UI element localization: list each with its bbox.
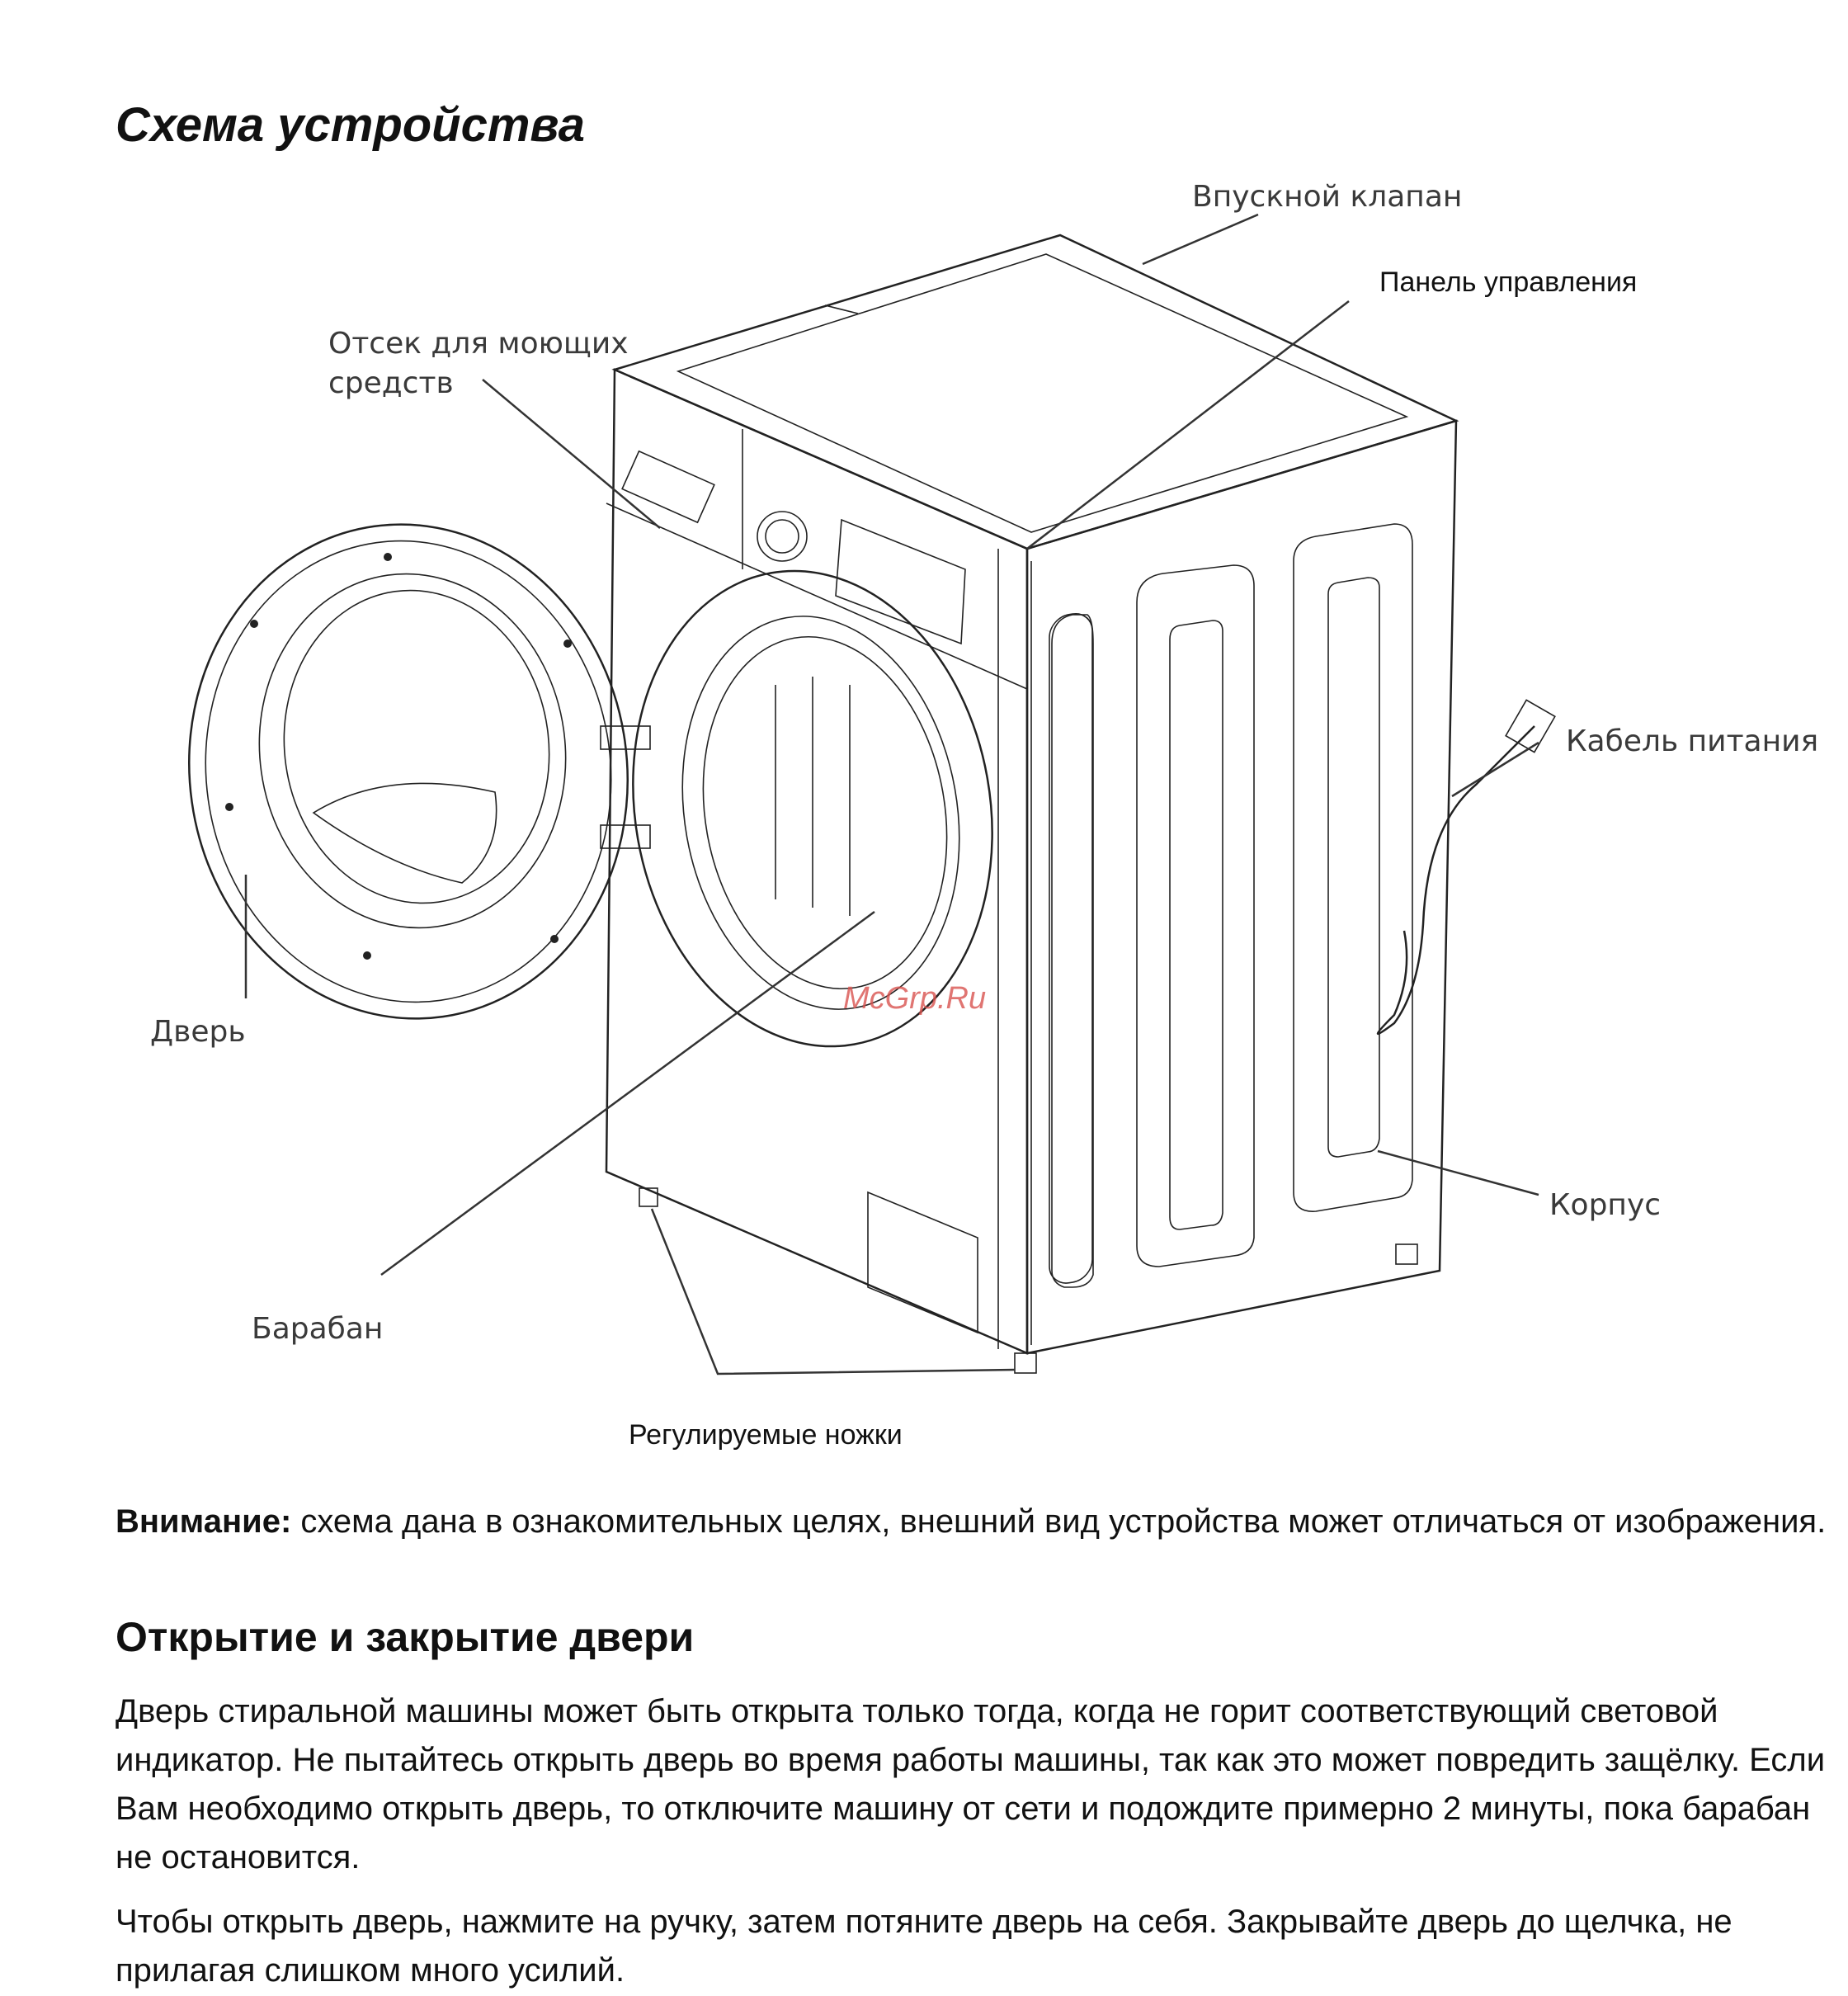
power-cable-drawing [1376, 699, 1556, 1036]
label-power-cable: Кабель питания [1566, 724, 1818, 758]
control-panel-drawing [621, 450, 966, 645]
label-control-panel: Панель управления [1379, 267, 1637, 298]
watermark: McGrp.Ru [843, 981, 986, 1016]
section-heading: Открытие и закрытие двери [116, 1614, 695, 1660]
label-detergent-drawer-1: Отсек для моющих [328, 327, 629, 361]
label-drum: Барабан [252, 1312, 383, 1346]
door-drawing [188, 523, 651, 1020]
label-detergent-drawer-2: средств [328, 366, 454, 400]
leader-lines [244, 213, 1539, 1375]
base-drawing [639, 1187, 1418, 1374]
page-title: Схема устройства [116, 98, 585, 152]
machine-top [611, 234, 1459, 550]
drum-opening [632, 569, 993, 1048]
label-feet: Регулируемые ножки [629, 1419, 903, 1451]
washing-machine-diagram: Впускной клапан Панель управления Отсек … [150, 180, 1818, 1451]
paragraph-1: Дверь стиральной машины может быть откры… [116, 1693, 1826, 1876]
machine-side [1025, 419, 1458, 1355]
machine-front [605, 368, 1029, 1355]
attention-text: схема дана в ознакомительных целях, внеш… [291, 1503, 1827, 1540]
attention-label: Внимание: [116, 1503, 292, 1540]
label-body: Корпус [1549, 1188, 1661, 1222]
paragraph-2: Чтобы открыть дверь, нажмите на ручку, з… [116, 1904, 1732, 1989]
attention-note: Внимание: схема дана в ознакомительных ц… [116, 1498, 1840, 1546]
label-door: Дверь [150, 1015, 246, 1049]
label-inlet-valve: Впускной клапан [1192, 180, 1462, 214]
